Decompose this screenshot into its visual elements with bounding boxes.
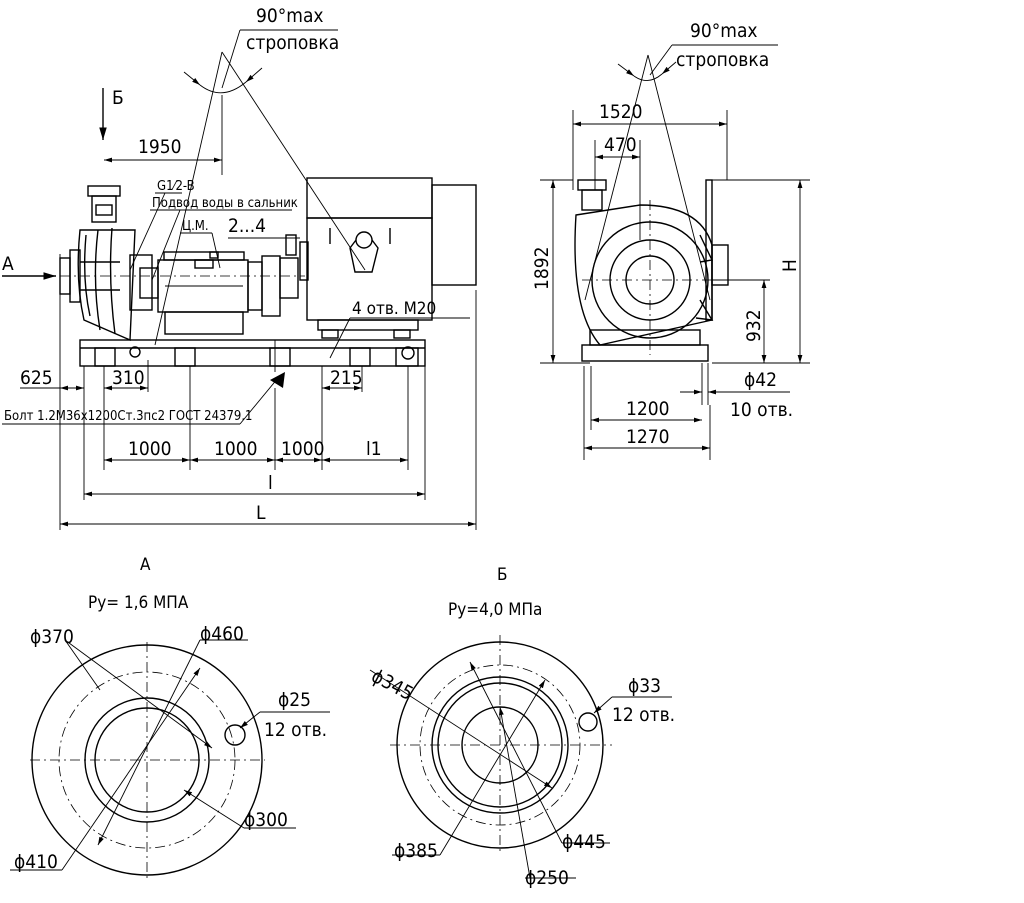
- flange-b-d385: ϕ385: [394, 840, 438, 862]
- dim-215: 215: [330, 367, 363, 389]
- dim-470: 470: [604, 134, 637, 156]
- section-b-marker: Б: [99, 87, 124, 140]
- dim-932: 932: [743, 309, 765, 342]
- flange-a-holes: 12 отв.: [264, 719, 327, 741]
- flange-b-d250: ϕ250: [525, 867, 569, 889]
- side-sling-angle: 90°max: [256, 5, 324, 27]
- flange-a-d460: ϕ460: [200, 623, 244, 645]
- flange-b-pressure: Ру=4,0 МПа: [448, 600, 542, 620]
- dim-l1: l1: [366, 438, 382, 460]
- end-view: 90°max строповка 1520 470: [531, 20, 810, 460]
- flange-b-d345: ϕ345: [368, 665, 417, 705]
- lower-dimensions: 625 310 215 Болт 1.2М36х1200Ст.3пс2 ГОСТ…: [2, 254, 477, 530]
- view-a-label: А: [2, 253, 14, 275]
- flange-b-d445: ϕ445: [562, 831, 606, 853]
- dim-phi42: ϕ42: [744, 369, 777, 391]
- flange-a-pressure: Ру= 1,6 МПА: [88, 593, 189, 613]
- dim-H: H: [779, 259, 801, 272]
- flange-b-title: Б: [497, 565, 508, 585]
- flange-a-d410: ϕ410: [14, 851, 58, 873]
- motor: [299, 177, 477, 339]
- end-sling-label: строповка: [676, 49, 769, 71]
- flange-a: А Ру= 1,6 МПА ϕ370 ϕ460 ϕ25 12 отв. ϕ300…: [10, 555, 330, 878]
- flange-b-d33: ϕ33: [628, 675, 661, 697]
- flange-b-holes: 12 отв.: [612, 704, 675, 726]
- flange-a-title: А: [140, 555, 151, 575]
- dim-625: 625: [20, 367, 53, 389]
- flange-b: Б Ру=4,0 МПа ϕ345 ϕ33 12 отв. ϕ385 ϕ445 …: [368, 565, 675, 889]
- dim-1000-c: 1000: [281, 438, 325, 460]
- side-view: 90°max строповка Б 1950 G1⁄2-B Подвод во…: [2, 5, 477, 530]
- bearing-housing: [60, 234, 305, 335]
- flange-a-d25: ϕ25: [278, 689, 311, 711]
- dim-L: L: [256, 502, 266, 524]
- dim-1950-text: 1950: [138, 136, 182, 158]
- dim-1000-a: 1000: [128, 438, 172, 460]
- base-frame: [79, 339, 426, 388]
- side-sling-label: строповка: [246, 32, 339, 54]
- dim-310: 310: [112, 367, 145, 389]
- bolt-spec-label: Болт 1.2М36х1200Ст.3пс2 ГОСТ 24379.1: [4, 409, 253, 424]
- center-mass-label: Ц.М.: [182, 219, 209, 234]
- connection-label: G1⁄2-B: [157, 179, 195, 194]
- dim-2-4: 2...4: [228, 215, 266, 237]
- dim-1892: 1892: [531, 247, 553, 291]
- end-sling-angle: 90°max: [690, 20, 758, 42]
- dim-1000-b: 1000: [214, 438, 258, 460]
- side-sling: 90°max строповка: [154, 5, 366, 346]
- motor-holes-label: 4 отв. М20: [352, 299, 436, 319]
- end-sling: 90°max строповка: [584, 20, 778, 301]
- water-supply-label: Подвод воды в сальник: [152, 196, 298, 211]
- flange-a-d300: ϕ300: [244, 809, 288, 831]
- dim-1950: 1950: [104, 95, 223, 175]
- dim-1520: 1520: [599, 101, 643, 123]
- end-pump-body: [574, 179, 740, 362]
- pump-body: [59, 185, 159, 342]
- end-holes-label: 10 отв.: [730, 399, 793, 421]
- view-a-marker: А: [2, 253, 56, 280]
- flange-a-d370: ϕ370: [30, 626, 74, 648]
- dim-l-small: l: [268, 472, 273, 494]
- dim-1200: 1200: [626, 398, 670, 420]
- dim-1270: 1270: [626, 426, 670, 448]
- section-b-label: Б: [112, 87, 124, 109]
